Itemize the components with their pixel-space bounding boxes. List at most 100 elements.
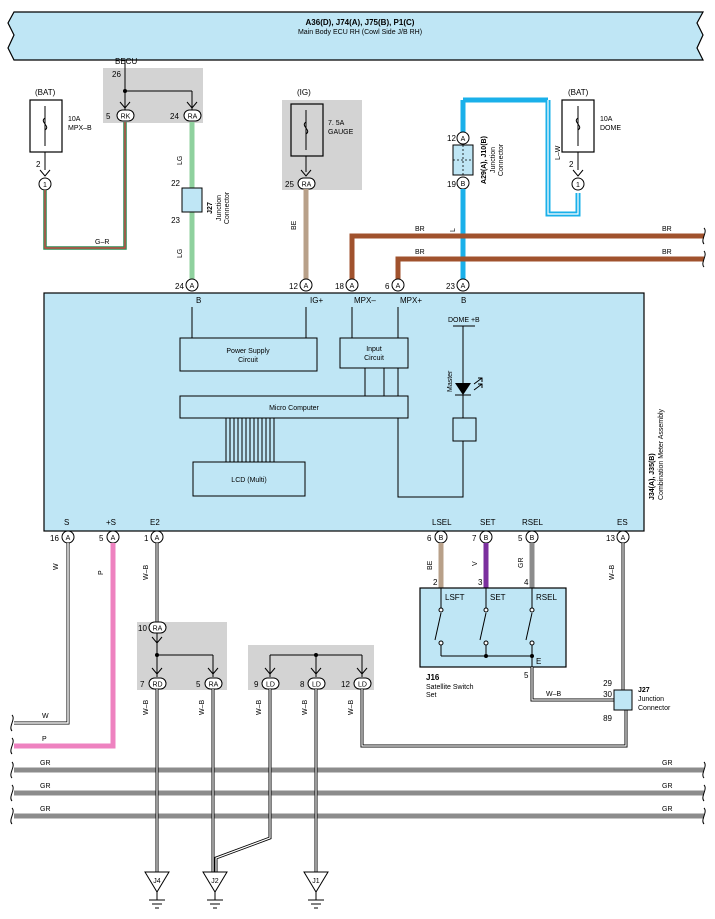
svg-text:BE: BE — [291, 220, 298, 230]
fuse-gauge: (IG) 7. 5A GAUGE RA 25 — [285, 88, 354, 190]
svg-text:E2: E2 — [150, 518, 160, 527]
fuse-dome: (BAT) 10A DOME 2 1 — [561, 88, 621, 191]
svg-text:10A: 10A — [600, 116, 613, 123]
svg-text:+S: +S — [106, 518, 116, 527]
svg-text:12: 12 — [447, 134, 456, 143]
svg-text:ES: ES — [617, 518, 628, 527]
svg-text:RK: RK — [121, 114, 131, 121]
svg-text:2: 2 — [36, 160, 41, 169]
svg-text:2: 2 — [433, 578, 438, 587]
svg-text:B: B — [196, 296, 201, 305]
junction-j27-top: 22 23 J27 Junction Connector — [171, 179, 231, 225]
svg-text:V: V — [472, 561, 479, 566]
svg-text:GAUGE: GAUGE — [328, 129, 354, 136]
svg-text:7: 7 — [140, 680, 145, 689]
combination-meter: A 24 B A 12 IG+ A 18 MPX– A 6 MPX+ A 23 … — [43, 278, 665, 532]
svg-text:B: B — [439, 535, 444, 542]
svg-text:A: A — [461, 136, 466, 143]
svg-text:LG: LG — [177, 249, 184, 258]
svg-text:BR: BR — [415, 226, 425, 233]
svg-text:GR: GR — [518, 558, 525, 569]
svg-text:8: 8 — [300, 680, 305, 689]
svg-text:29: 29 — [603, 679, 612, 688]
svg-text:1: 1 — [144, 534, 149, 543]
svg-text:RA: RA — [302, 182, 312, 189]
svg-text:10: 10 — [138, 624, 147, 633]
svg-text:A: A — [66, 535, 71, 542]
svg-text:W–B: W–B — [143, 700, 150, 716]
svg-text:A29(A), J10(B): A29(A), J10(B) — [481, 136, 488, 184]
svg-text:18: 18 — [335, 282, 344, 291]
svg-text:4: 4 — [524, 578, 529, 587]
input-circuit-label: Input — [366, 346, 382, 353]
svg-text:SET: SET — [480, 518, 496, 527]
svg-text:1: 1 — [43, 182, 47, 189]
svg-text:P: P — [98, 570, 105, 575]
switch-wires: BE V GR — [427, 543, 535, 588]
svg-text:Connector: Connector — [638, 705, 671, 712]
svg-text:W–B: W–B — [348, 700, 355, 716]
svg-text:Junction: Junction — [638, 696, 664, 703]
svg-text:23: 23 — [171, 216, 180, 225]
svg-text:GR: GR — [662, 783, 673, 790]
svg-text:J1: J1 — [312, 878, 320, 885]
switch-name: J16 — [426, 673, 440, 682]
fuse-icon — [29, 99, 63, 153]
svg-text:W–B: W–B — [256, 700, 263, 716]
svg-text:(IG): (IG) — [297, 88, 311, 97]
conn-rk — [116, 109, 135, 122]
svg-text:RA: RA — [188, 114, 198, 121]
svg-text:19: 19 — [447, 180, 456, 189]
svg-text:(BAT): (BAT) — [568, 88, 589, 97]
svg-text:13: 13 — [606, 534, 615, 543]
svg-text:9: 9 — [254, 680, 259, 689]
fuse-mpx-b: (BAT) 10A MPX–B 2 1 — [29, 88, 92, 191]
svg-text:22: 22 — [171, 179, 180, 188]
main-body-ecu: A36(D), J74(A), J75(B), P1(C) Main Body … — [7, 11, 705, 61]
svg-text:GR: GR — [662, 806, 673, 813]
svg-text:Connector: Connector — [224, 191, 231, 224]
svg-text:Junction: Junction — [490, 147, 497, 173]
svg-text:Junction: Junction — [216, 195, 223, 221]
fuse-icon — [290, 103, 324, 157]
svg-text:2: 2 — [569, 160, 574, 169]
svg-text:5: 5 — [524, 671, 529, 680]
svg-text:IG+: IG+ — [310, 296, 323, 305]
wire-g-r: G–R — [43, 122, 127, 250]
svg-text:1: 1 — [576, 182, 580, 189]
wire-es: W–B — [609, 543, 625, 690]
svg-text:S: S — [64, 518, 69, 527]
svg-text:W–B: W–B — [302, 700, 309, 716]
satellite-switch: 2 3 4 LSFT SET RSEL E J16 Satellite Swit… — [419, 578, 567, 699]
svg-text:B: B — [530, 535, 535, 542]
ground-j2: J2 — [202, 871, 228, 909]
svg-text:RA: RA — [153, 626, 163, 633]
svg-text:A: A — [190, 283, 195, 290]
meter-top-pins: A 24 B A 12 IG+ A 18 MPX– A 6 MPX+ A 23 … — [175, 278, 470, 305]
becu-connector: BECU 26 RK 5 RA 24 — [106, 57, 202, 122]
svg-text:J4: J4 — [153, 878, 161, 885]
svg-text:RA: RA — [209, 682, 219, 689]
ground-j1: J1 — [303, 871, 329, 909]
svg-text:B: B — [461, 181, 466, 188]
svg-text:W–B: W–B — [609, 565, 616, 581]
lcd-bus — [225, 418, 275, 462]
svg-text:A: A — [621, 535, 626, 542]
svg-text:W–B: W–B — [546, 691, 562, 698]
svg-text:GR: GR — [40, 783, 51, 790]
junction-j27-bottom: 29 30 89 J27 Junction Connector — [603, 679, 671, 723]
svg-text:23: 23 — [446, 282, 455, 291]
svg-text:BE: BE — [427, 560, 434, 570]
svg-text:W–B: W–B — [199, 700, 206, 716]
svg-text:MPX+: MPX+ — [400, 296, 422, 305]
svg-text:GR: GR — [40, 760, 51, 767]
ecu-title: A36(D), J74(A), J75(B), P1(C) — [306, 18, 415, 27]
ground-j4: J4 — [144, 871, 170, 909]
svg-text:B: B — [484, 535, 489, 542]
svg-text:MPX–: MPX– — [354, 296, 376, 305]
power-supply-label: Power Supply — [226, 348, 270, 355]
meter-name: J34(A), J35(B) — [649, 453, 656, 500]
master-led-icon — [455, 383, 471, 395]
svg-text:10A: 10A — [68, 116, 81, 123]
master-label: Master — [447, 370, 454, 392]
